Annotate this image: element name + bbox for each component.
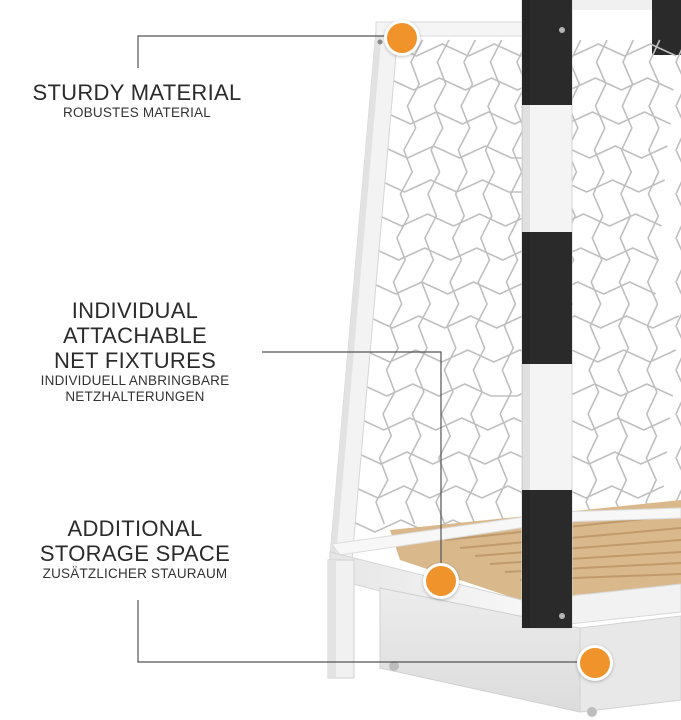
net-strand [375,213,662,227]
callout-storage-space: ADDITIONAL STORAGE SPACE ZUSÄTZLICHER ST… [20,516,250,582]
callout-sturdy-material: STURDY MATERIAL ROBUSTES MATERIAL [22,80,252,121]
net-strand [375,39,424,525]
callout-title-line2: STORAGE SPACE [39,541,231,566]
net-strand [354,451,668,465]
callout-subtitle: ROBUSTES MATERIAL [63,105,211,120]
callout-subtitle-line2: NETZHALTERUNGEN [65,389,205,404]
callout-subtitle: ZUSÄTZLICHER STAURAUM [42,566,228,581]
callout-title-line1: ADDITIONAL [67,516,203,541]
net-strand [465,39,503,525]
net-strand [369,281,657,295]
net-strand [351,485,665,499]
marker-dot-storage-space[interactable] [580,648,610,678]
net-strand [435,39,477,525]
callout-leader-lines [137,35,582,663]
callout-title: STURDY MATERIAL [32,80,242,105]
callout-net-fixtures: INDIVIDUAL ATTACHABLE NET FIXTURES INDIV… [0,298,270,405]
net-strand [675,49,681,515]
net-strand [372,247,660,261]
net-strand [363,349,677,363]
callout-title-line1: INDIVIDUAL ATTACHABLE [63,298,207,348]
goal-frame-left [329,21,527,561]
goal-frame-back [570,0,681,55]
net-strand [357,417,671,431]
net-strand [645,39,661,525]
net-strand [360,383,674,397]
goal-post-striped [521,0,573,629]
net-strand [585,39,608,525]
callout-subtitle-line1: INDIVIDUELL ANBRINGBARE [40,373,230,388]
marker-dot-net-fixtures[interactable] [426,566,456,596]
net-strand [615,39,635,525]
goal-net [345,39,681,533]
bed-base [327,500,681,717]
callout-title-line2: NET FIXTURES [53,348,217,373]
marker-dot-sturdy-material[interactable] [387,23,417,53]
